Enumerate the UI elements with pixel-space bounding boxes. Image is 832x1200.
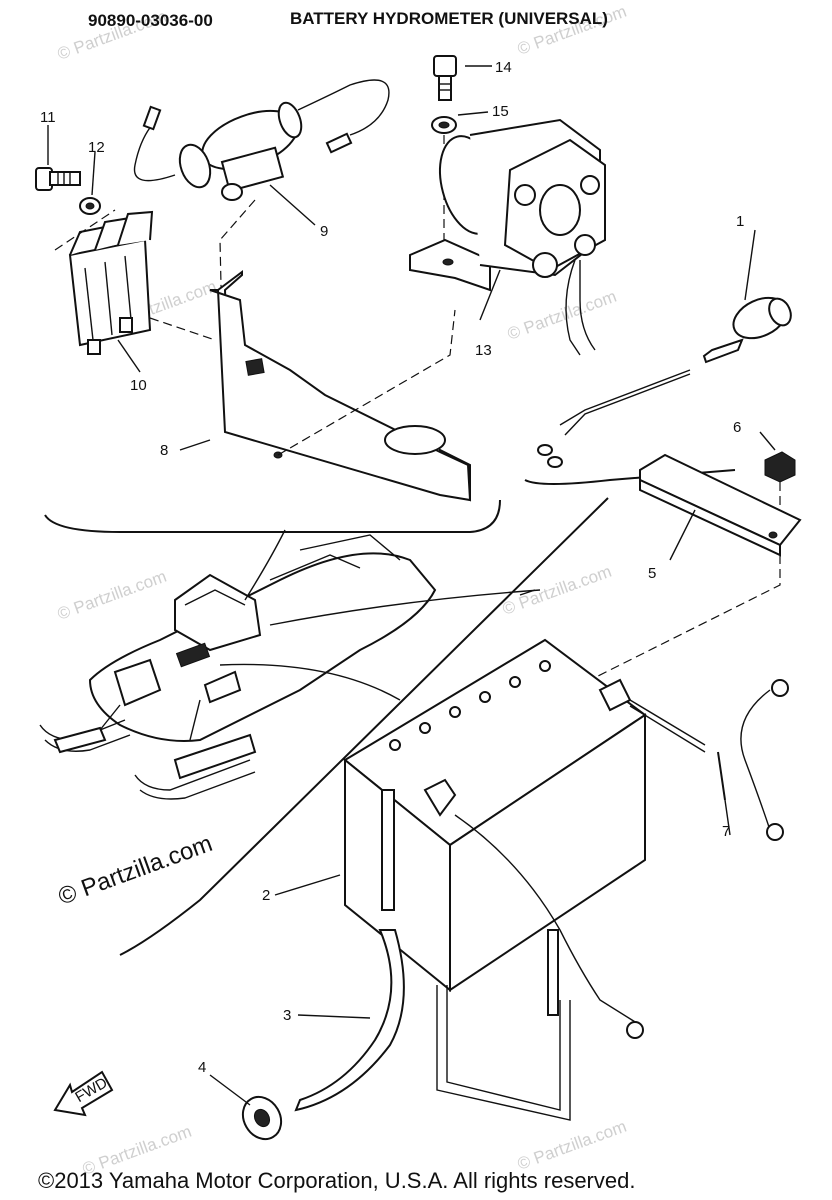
coil-9 xyxy=(133,79,390,331)
battery-2 xyxy=(274,638,647,993)
vent-tube-3 xyxy=(294,929,405,1112)
nut-6 xyxy=(759,431,796,520)
bolt-11 xyxy=(35,125,81,191)
fuse-holder-1 xyxy=(537,229,792,468)
watermark-large: © Partzilla.com xyxy=(55,830,216,911)
fwd-arrow-icon: FWD xyxy=(53,1070,114,1117)
callout-6: 6 xyxy=(733,419,741,436)
watermark: © Partzilla.com xyxy=(500,562,614,619)
watermark: © Partzilla.com xyxy=(55,567,169,624)
callout-3: 3 xyxy=(283,1007,291,1024)
callout-14: 14 xyxy=(495,59,512,76)
watermark: © Partzilla.com xyxy=(505,287,619,344)
diagram-title: BATTERY HYDROMETER (UNIVERSAL) xyxy=(290,9,608,28)
callout-10: 10 xyxy=(130,377,147,394)
callout-8: 8 xyxy=(160,442,168,459)
callout-15: 15 xyxy=(492,103,509,120)
callout-group: 1 2 3 4 5 6 7 8 9 10 11 12 13 14 15 xyxy=(40,59,744,1076)
relay-13 xyxy=(409,118,606,356)
divider-curve-left xyxy=(44,499,501,533)
part-number: 90890-03036-00 xyxy=(88,11,213,30)
callout-1: 1 xyxy=(736,213,744,230)
cable-7 xyxy=(454,679,789,1039)
plate-5 xyxy=(559,453,802,696)
bracket-8 xyxy=(179,270,472,502)
grommet-4 xyxy=(209,1074,283,1141)
watermark: © Partzilla.com xyxy=(515,1117,629,1174)
bolt-14 xyxy=(433,55,492,101)
callout-5: 5 xyxy=(648,565,656,582)
callout-2: 2 xyxy=(262,887,270,904)
washer-12 xyxy=(79,151,101,215)
callout-7: 7 xyxy=(722,823,730,840)
callout-13: 13 xyxy=(475,342,492,359)
copyright-footer: ©2013 Yamaha Motor Corporation, U.S.A. A… xyxy=(38,1168,635,1193)
callout-11: 11 xyxy=(40,109,56,126)
callout-4: 4 xyxy=(198,1059,206,1076)
divider-curve-right xyxy=(524,469,736,485)
callout-12: 12 xyxy=(88,139,105,156)
snowmobile-illustration xyxy=(39,529,541,800)
divider-diagonal xyxy=(119,497,609,956)
battery-band xyxy=(436,929,571,1121)
callout-9: 9 xyxy=(320,223,328,240)
rectifier-10 xyxy=(54,209,216,373)
